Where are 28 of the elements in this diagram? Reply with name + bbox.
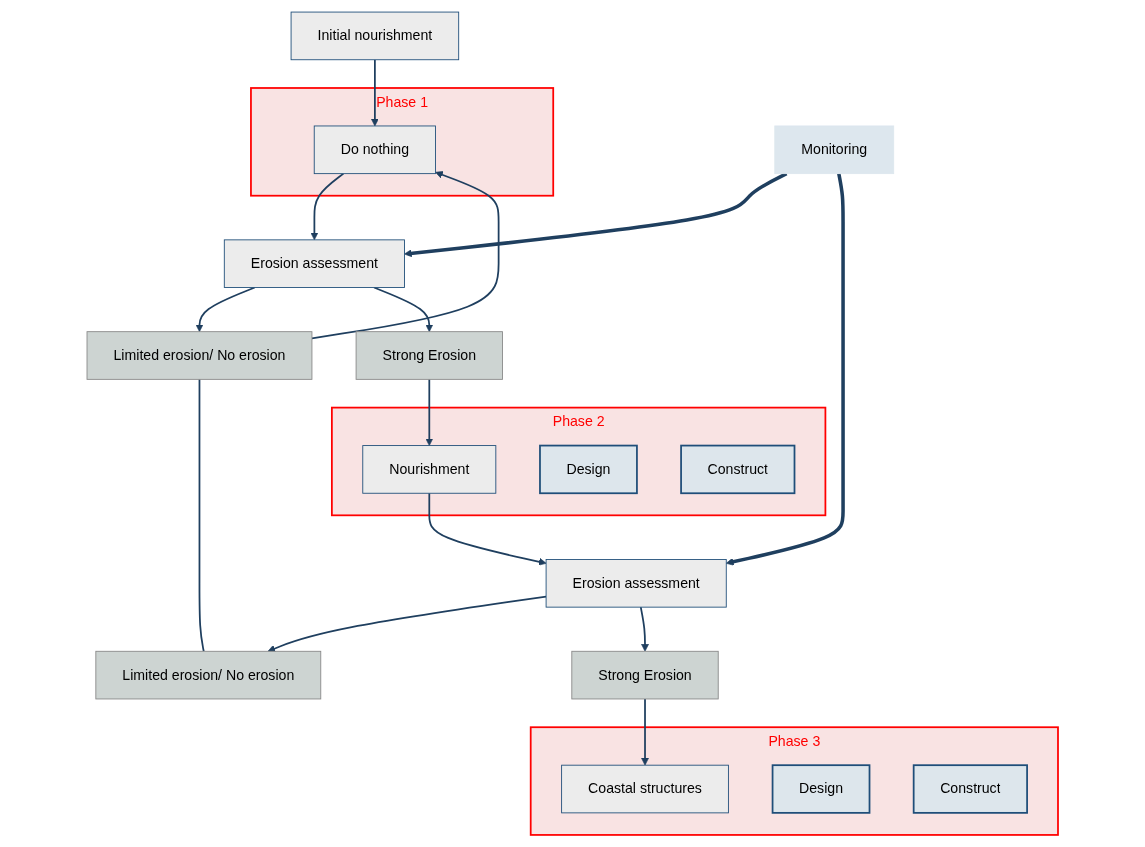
node-box: Limited erosion/ No erosion	[86, 331, 313, 380]
arrow	[267, 595, 547, 653]
connector	[198, 378, 205, 653]
node-box: Construct	[912, 764, 1028, 814]
arrow	[311, 171, 500, 340]
arrow	[639, 606, 649, 652]
node-box: Coastal structures	[561, 764, 729, 814]
arrow	[428, 492, 547, 566]
arrow	[310, 172, 345, 241]
node-box: Design	[771, 764, 871, 814]
node-box: Construct	[680, 444, 796, 495]
node-box: Do nothing	[313, 125, 436, 175]
node-box: Limited erosion/ No erosion	[95, 650, 322, 700]
arrow	[371, 58, 379, 127]
node-box: Nourishment	[362, 445, 497, 494]
node-box: Initial nourishment	[290, 11, 460, 61]
node-box: Strong Erosion	[355, 331, 503, 380]
node-box: Erosion assessment	[545, 559, 727, 608]
arrow	[725, 173, 845, 566]
node-box: Strong Erosion	[571, 650, 719, 700]
node-box: Monitoring	[774, 125, 895, 175]
node-box: Design	[539, 444, 638, 495]
arrow	[425, 378, 434, 446]
arrow	[641, 698, 649, 766]
node-box: Erosion assessment	[223, 239, 405, 288]
arrow	[195, 286, 256, 333]
arrow	[404, 172, 788, 258]
arrow	[373, 286, 434, 333]
